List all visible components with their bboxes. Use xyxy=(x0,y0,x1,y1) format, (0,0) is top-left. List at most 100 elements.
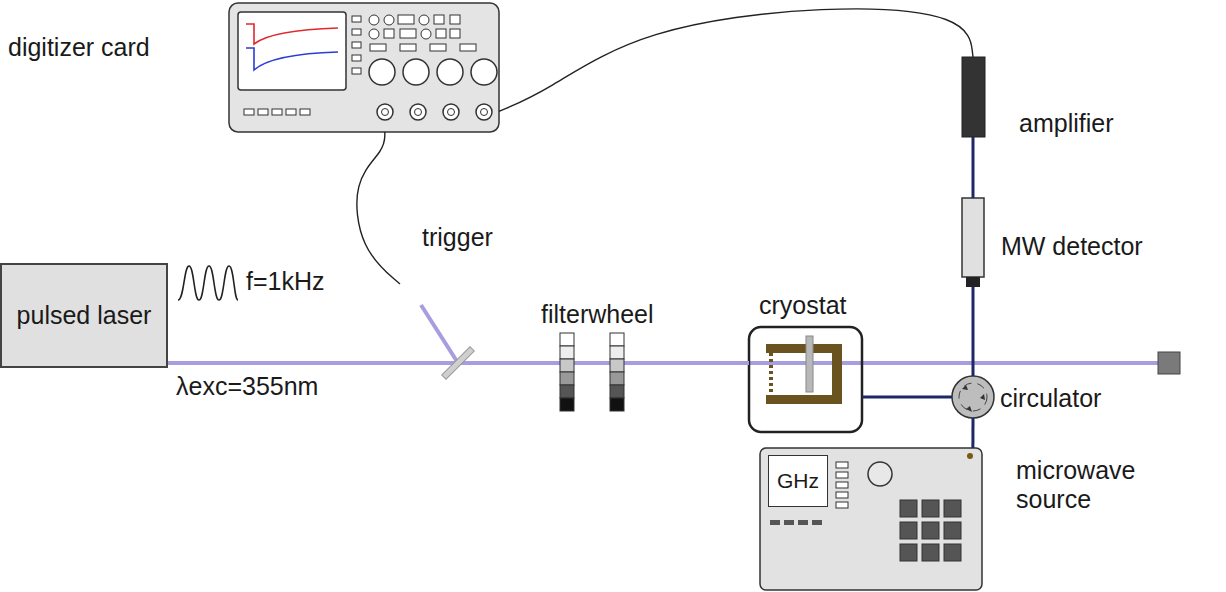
oscilloscope-drawing xyxy=(443,104,459,120)
oscilloscope-drawing xyxy=(410,104,426,120)
oscilloscope-drawing xyxy=(471,59,497,85)
cryostat-drawing xyxy=(832,344,842,404)
signal-cable xyxy=(357,132,400,284)
circulator-drawing xyxy=(980,394,985,400)
filter-strips xyxy=(610,372,624,385)
drawing-part xyxy=(922,522,939,539)
node-label: cryostat xyxy=(759,291,847,320)
node-label: GHz xyxy=(777,469,819,493)
detector-drawing xyxy=(962,198,984,277)
cryostat-drawing xyxy=(806,336,813,392)
drawing-part xyxy=(900,522,917,539)
circulator-drawing xyxy=(962,385,968,390)
microwave-source-drawing xyxy=(868,462,892,486)
oscilloscope-drawing xyxy=(352,16,361,22)
node-label: MW detector xyxy=(1001,232,1143,261)
trigger-photodiode: trigger xyxy=(400,263,442,305)
drawing-part xyxy=(900,500,917,517)
microwave-source-drawing xyxy=(836,502,848,508)
oscilloscope-drawing xyxy=(370,44,386,51)
laser-box: pulsed laser xyxy=(0,263,168,368)
microwave-source-drawing xyxy=(836,462,848,468)
detector-drawing xyxy=(966,277,980,287)
oscilloscope-drawing xyxy=(421,29,431,39)
cryostat: cryostat xyxy=(749,327,862,432)
microwave-source-drawing xyxy=(836,472,848,478)
microwave-source-drawing xyxy=(836,492,848,498)
drawing-part xyxy=(944,522,961,539)
node-label: microwave source xyxy=(1016,456,1186,514)
filter-strips xyxy=(610,385,624,398)
amplifier-drawing xyxy=(962,57,985,137)
drawing-part xyxy=(922,500,939,517)
display-screen: GHz xyxy=(768,455,828,507)
oscilloscope-drawing xyxy=(369,15,379,25)
drawing-part xyxy=(900,544,917,561)
filter-strips xyxy=(560,385,574,398)
microwave-line xyxy=(971,418,974,448)
circulator: circulator xyxy=(952,376,994,418)
wavelength: λexc=355nm xyxy=(176,372,318,401)
drawing-part xyxy=(944,544,961,561)
microwave-line xyxy=(972,287,975,376)
oscilloscope-drawing xyxy=(377,104,393,120)
microwave-source-drawing xyxy=(812,520,822,525)
node-label: circulator xyxy=(1000,384,1101,413)
filter-strips xyxy=(610,333,624,346)
cryostat-drawing xyxy=(749,327,862,432)
oscilloscope-drawing xyxy=(448,109,455,116)
node-label: trigger xyxy=(422,223,493,252)
filter-strips xyxy=(560,333,624,411)
filter-strips xyxy=(560,359,574,372)
oscilloscope-drawing xyxy=(352,42,361,48)
filter-strips xyxy=(560,398,574,411)
filter-strips xyxy=(560,346,574,359)
oscilloscope-drawing xyxy=(436,29,446,38)
microwave-source-drawing xyxy=(760,448,982,590)
microwave-source-drawing xyxy=(770,520,780,525)
oscilloscope-drawing xyxy=(258,109,268,115)
pulse-train xyxy=(178,266,238,300)
microwave-source-drawing xyxy=(836,482,848,488)
cryostat-drawing xyxy=(769,353,773,395)
component-label: filterwheel xyxy=(541,300,654,329)
laser-beam xyxy=(168,305,458,363)
drawing-part xyxy=(922,544,939,561)
oscilloscope-drawing xyxy=(244,109,254,115)
beam-dump xyxy=(1158,352,1180,374)
oscilloscope-drawing xyxy=(450,29,460,38)
circulator-drawing xyxy=(966,406,972,412)
microwave-source-drawing xyxy=(798,520,808,525)
node-label: pulsed laser xyxy=(17,301,152,330)
oscilloscope-drawing xyxy=(369,29,379,39)
oscilloscope-drawing xyxy=(229,3,499,132)
oscilloscope-drawing xyxy=(229,3,499,132)
oscilloscope-drawing xyxy=(352,29,361,35)
filter-strips xyxy=(610,398,624,411)
drawing-part xyxy=(944,500,961,517)
microwave-line xyxy=(862,396,952,399)
oscilloscope-drawing xyxy=(272,109,282,115)
oscilloscope-drawing xyxy=(476,104,492,120)
oscilloscope-drawing xyxy=(238,12,346,90)
oscilloscope-drawing xyxy=(481,109,488,116)
cryostat-drawing xyxy=(766,344,842,353)
oscilloscope-drawing xyxy=(246,24,338,44)
oscilloscope-drawing xyxy=(382,109,389,116)
circulator-drawing xyxy=(952,376,994,418)
oscilloscope-drawing xyxy=(403,59,429,85)
oscilloscope-drawing xyxy=(437,59,463,85)
oscilloscope-drawing xyxy=(398,15,414,24)
oscilloscope-drawing xyxy=(434,15,444,24)
oscilloscope-drawing xyxy=(352,68,361,74)
oscilloscope-drawing xyxy=(415,109,422,116)
microwave-source: microwave sourceGHz xyxy=(760,448,982,590)
node-label: digitizer card xyxy=(8,33,150,62)
beam-splitter xyxy=(442,347,475,380)
signal-cable xyxy=(499,9,973,111)
oscilloscope-drawing xyxy=(460,44,476,51)
oscilloscope-drawing xyxy=(400,29,416,38)
circulator-drawing xyxy=(952,376,994,418)
microwave-line xyxy=(972,137,975,198)
